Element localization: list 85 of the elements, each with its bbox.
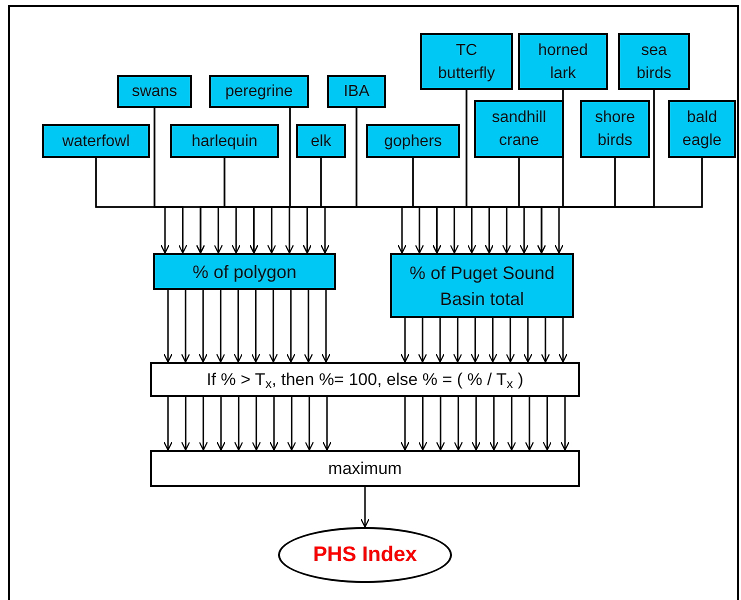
species-box <box>296 124 346 158</box>
node-label: If % > T$_{x}$, then %= 100, else % = ( % / T$_{x}$ ) <box>206 368 524 392</box>
node-label: bald eagle <box>681 108 723 151</box>
arrow <box>216 290 226 363</box>
arrow <box>560 397 570 451</box>
arrow <box>506 318 515 363</box>
arrow <box>558 318 568 363</box>
node-label: % of polygon <box>192 260 297 284</box>
arrow <box>436 397 446 451</box>
node-label: sea birds <box>636 40 672 84</box>
node-label: TC butterfly <box>437 40 496 84</box>
arrow <box>234 397 244 451</box>
node-label: harlequin <box>192 132 258 152</box>
arrow <box>216 397 226 451</box>
process-box <box>150 362 580 397</box>
node-label: % of Puget Sound Basin total <box>408 262 556 310</box>
process-box <box>153 253 336 290</box>
species-box <box>580 100 650 158</box>
arrow <box>180 290 190 363</box>
arrow <box>536 90 655 254</box>
arrow <box>234 290 243 363</box>
arrow <box>154 108 424 254</box>
node-label: waterfowl <box>62 132 130 152</box>
arrow <box>400 397 410 451</box>
arrow <box>304 397 314 451</box>
node-label: shore birds <box>594 108 636 151</box>
arrow <box>198 290 208 363</box>
arrow <box>321 290 331 363</box>
arrow <box>542 397 552 451</box>
species-box <box>327 75 386 108</box>
arrow <box>524 397 534 451</box>
arrow <box>418 397 428 451</box>
arrow <box>360 487 370 528</box>
node-label: IBA <box>344 82 370 102</box>
node-label: horned lark <box>537 40 589 84</box>
node-label: gophers <box>384 132 442 152</box>
arrow <box>540 318 550 363</box>
arrow <box>466 90 494 254</box>
arrow <box>289 108 442 254</box>
arrow <box>322 397 332 451</box>
species-box <box>209 75 309 108</box>
arrow <box>436 318 445 363</box>
species-box <box>668 100 736 158</box>
process-box <box>150 450 580 487</box>
node-label: elk <box>310 132 332 152</box>
arrow <box>470 318 480 363</box>
species-box <box>170 124 279 158</box>
species-box <box>474 100 564 158</box>
arrow <box>454 397 463 451</box>
species-box <box>117 75 192 108</box>
arrow <box>163 290 173 363</box>
arrow <box>488 318 498 363</box>
arrow <box>252 397 261 451</box>
arrow <box>356 108 476 254</box>
node-label: sandhill crane <box>490 108 548 151</box>
arrow <box>163 397 173 451</box>
arrow <box>554 158 703 254</box>
arrow <box>507 397 516 451</box>
arrow <box>198 397 208 451</box>
arrow <box>453 318 462 363</box>
process-box <box>390 253 574 318</box>
species-box <box>518 33 608 90</box>
arrow <box>269 397 279 451</box>
arrow <box>286 290 296 363</box>
arrow <box>472 397 481 451</box>
species-box <box>42 124 150 158</box>
arrow <box>523 318 532 363</box>
arrow <box>287 397 296 451</box>
node-label: maximum <box>328 458 402 480</box>
arrow <box>320 158 459 254</box>
arrow <box>489 397 498 451</box>
species-box <box>618 33 690 90</box>
node-label: peregrine <box>225 82 293 102</box>
arrow <box>181 397 190 451</box>
arrow <box>268 290 278 363</box>
arrow <box>95 158 407 254</box>
species-box <box>366 124 460 158</box>
arrow <box>400 318 410 363</box>
arrow <box>251 290 260 363</box>
species-box <box>420 33 513 90</box>
arrow <box>304 290 314 363</box>
node-label: swans <box>132 82 178 102</box>
arrow <box>502 158 520 254</box>
node-label: PHS Index <box>313 542 417 568</box>
arrow <box>418 318 428 363</box>
